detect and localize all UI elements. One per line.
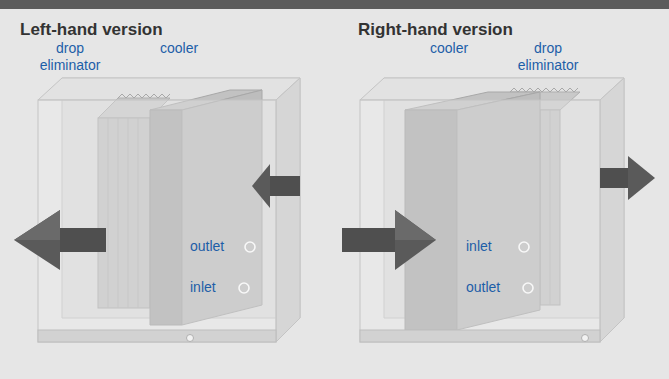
right-outflow-arrow	[600, 156, 655, 200]
left-housing-front	[38, 100, 276, 342]
left-housing	[38, 78, 300, 342]
right-inflow-arrow	[342, 210, 436, 270]
part-name: drop eliminator	[30, 40, 110, 74]
part-name: drop eliminator	[508, 40, 588, 74]
left-inflow-arrow	[252, 164, 300, 208]
port-name: inlet	[466, 238, 492, 255]
part-name: cooler	[430, 40, 468, 57]
panel-heading: Left-hand version	[20, 20, 163, 40]
left-outflow-arrow	[14, 210, 106, 270]
right-housing-front	[360, 100, 600, 342]
panel-heading: Right-hand version	[358, 20, 513, 40]
part-name: cooler	[160, 40, 198, 57]
port-name: outlet	[466, 279, 500, 296]
port-name: outlet	[190, 238, 224, 255]
port-name: inlet	[190, 279, 216, 296]
right-housing	[360, 78, 624, 342]
top-strip	[0, 0, 669, 9]
